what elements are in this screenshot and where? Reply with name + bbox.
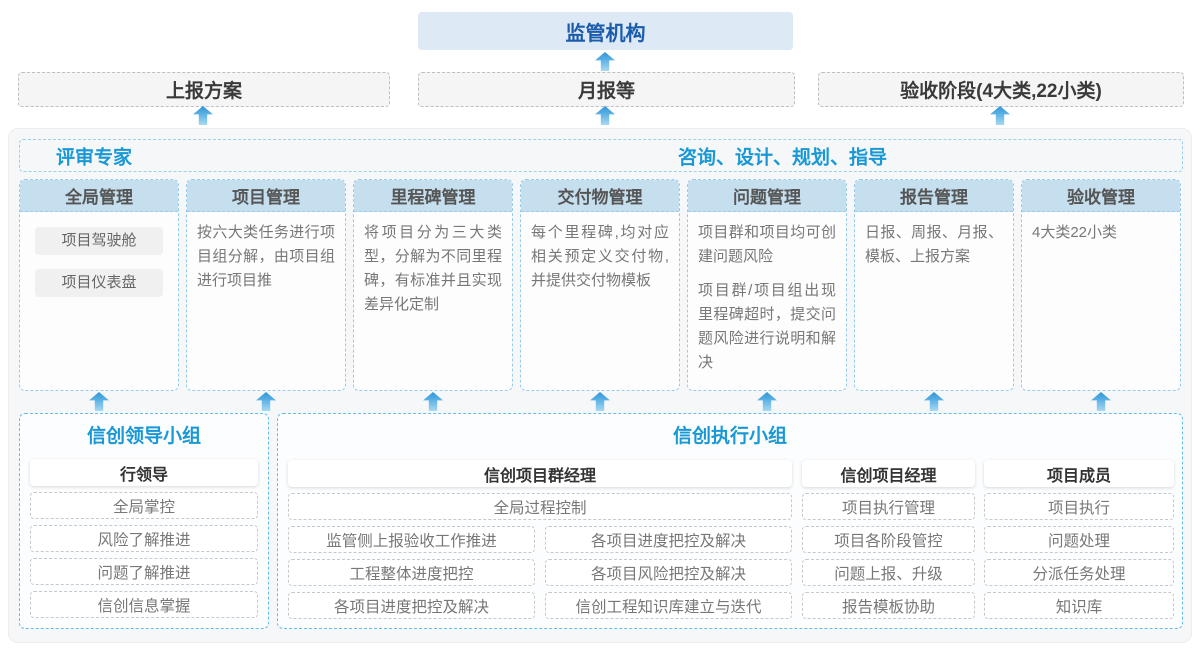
task-item: 分派任务处理 <box>984 559 1174 586</box>
roles-strip: 评审专家 咨询、设计、规划、指导 <box>19 139 1183 172</box>
task-item: 项目执行管理 <box>802 493 975 520</box>
up-arrow-icon <box>193 106 213 125</box>
task-item: 工程整体进度把控 <box>288 559 535 586</box>
column-issue-management: 问题管理 项目群和项目均可创建问题风险 项目群/项目组出现里程碑超时，提交问题风… <box>687 179 847 391</box>
column-report-management: 报告管理 日报、周报、月报、模板、上报方案 <box>854 179 1014 391</box>
column-body: 项目驾驶舱 项目仪表盘 <box>20 212 178 320</box>
column-body: 每个里程碑,均对应相关预定义交付物,并提供交付物模板 <box>521 212 679 302</box>
task-row: 监管侧上报验收工作推进 各项目进度把控及解决 <box>288 520 792 553</box>
group-title: 信创领导小组 <box>86 426 201 447</box>
project-cockpit-button: 项目驾驶舱 <box>35 227 163 255</box>
group-xinchuang-leadership: 信创领导小组 行领导 全局掌控 风险了解推进 问题了解推进 信创信息掌握 <box>19 413 269 629</box>
project-member-column: 项目成员 项目执行 问题处理 分派任务处理 知识库 <box>984 460 1174 619</box>
report-plan-box: 上报方案 <box>18 72 390 107</box>
up-arrow-icon <box>924 392 944 411</box>
column-header: 全局管理 <box>20 180 178 212</box>
column-header: 报告管理 <box>855 180 1013 212</box>
task-item: 项目执行 <box>984 493 1174 520</box>
monthly-report-box: 月报等 <box>418 72 795 107</box>
task-item: 问题处理 <box>984 526 1174 553</box>
role-bank-leaders: 行领导 <box>30 459 258 486</box>
role-program-manager: 信创项目群经理 <box>288 460 792 487</box>
up-arrow-icon <box>1091 392 1111 411</box>
program-manager-column: 信创项目群经理 全局过程控制 监管侧上报验收工作推进 各项目进度把控及解决 工程… <box>288 460 792 619</box>
up-arrow-icon <box>990 106 1010 125</box>
role-project-member: 项目成员 <box>984 460 1174 487</box>
acceptance-stage-box: 验收阶段(4大类,22小类) <box>818 72 1184 107</box>
column-header: 验收管理 <box>1022 180 1180 212</box>
column-header: 项目管理 <box>187 180 345 212</box>
column-body: 4大类22小类 <box>1022 212 1180 254</box>
regulator-box: 监管机构 <box>418 12 793 50</box>
task-item: 知识库 <box>984 592 1174 619</box>
column-global-management: 全局管理 项目驾驶舱 项目仪表盘 <box>19 179 179 391</box>
monthly-report-label: 月报等 <box>577 81 635 102</box>
task-item: 信创信息掌握 <box>30 591 258 618</box>
column-acceptance-management: 验收管理 4大类22小类 <box>1021 179 1181 391</box>
column-description: 每个里程碑,均对应相关预定义交付物,并提供交付物模板 <box>531 224 669 289</box>
column-body: 日报、周报、月报、模板、上报方案 <box>855 212 1013 278</box>
task-item: 全局过程控制 <box>288 493 792 520</box>
management-columns: 全局管理 项目驾驶舱 项目仪表盘 项目管理 按六大类任务进行项目组分解，由项目组… <box>19 179 1181 391</box>
column-header: 交付物管理 <box>521 180 679 212</box>
task-row: 各项目进度把控及解决 信创工程知识库建立与迭代 <box>288 586 792 619</box>
column-description: 按六大类任务进行项目组分解，由项目组进行项目推 <box>197 224 335 289</box>
task-item: 各项目风险把控及解决 <box>545 559 792 586</box>
group-xinchuang-execution: 信创执行小组 信创项目群经理 全局过程控制 监管侧上报验收工作推进 各项目进度把… <box>277 413 1183 629</box>
task-item: 问题上报、升级 <box>802 559 975 586</box>
task-item: 项目各阶段管控 <box>802 526 975 553</box>
up-arrow-icon <box>256 392 276 411</box>
column-header: 里程碑管理 <box>354 180 512 212</box>
column-header: 问题管理 <box>688 180 846 212</box>
column-body: 项目群和项目均可创建问题风险 项目群/项目组出现里程碑超时，提交问题风险进行说明… <box>688 212 846 384</box>
task-item: 监管侧上报验收工作推进 <box>288 526 535 553</box>
column-description: 日报、周报、月报、模板、上报方案 <box>865 224 1003 265</box>
column-deliverable-management: 交付物管理 每个里程碑,均对应相关预定义交付物,并提供交付物模板 <box>520 179 680 391</box>
up-arrow-icon <box>89 392 109 411</box>
task-item: 信创工程知识库建立与迭代 <box>545 592 792 619</box>
task-item: 风险了解推进 <box>30 525 258 552</box>
column-description: 项目群和项目均可创建问题风险 <box>698 224 836 265</box>
task-item: 全局掌控 <box>30 492 258 519</box>
role-project-manager: 信创项目经理 <box>802 460 975 487</box>
review-experts-label: 评审专家 <box>56 147 133 168</box>
task-item: 报告模板协助 <box>802 592 975 619</box>
up-arrow-icon <box>423 392 443 411</box>
regulator-label: 监管机构 <box>565 22 646 45</box>
column-description: 将项目分为三大类型，分解为不同里程碑，有标准并且实现差异化定制 <box>364 224 502 313</box>
consulting-label: 咨询、设计、规划、指导 <box>678 147 888 168</box>
column-description: 4大类22小类 <box>1032 224 1118 241</box>
up-arrow-icon <box>595 106 615 125</box>
acceptance-stage-label: 验收阶段(4大类,22小类) <box>900 81 1102 102</box>
project-manager-column: 信创项目经理 项目执行管理 项目各阶段管控 问题上报、升级 报告模板协助 <box>802 460 975 619</box>
task-row: 工程整体进度把控 各项目风险把控及解决 <box>288 553 792 586</box>
column-body: 按六大类任务进行项目组分解，由项目组进行项目推 <box>187 212 345 302</box>
report-plan-label: 上报方案 <box>165 81 242 102</box>
up-arrow-icon <box>757 392 777 411</box>
task-item: 各项目进度把控及解决 <box>545 526 792 553</box>
up-arrow-icon <box>595 52 615 71</box>
column-milestone-management: 里程碑管理 将项目分为三大类型，分解为不同里程碑，有标准并且实现差异化定制 <box>353 179 513 391</box>
group-content: 行领导 全局掌控 风险了解推进 问题了解推进 信创信息掌握 <box>20 450 268 618</box>
task-item: 各项目进度把控及解决 <box>288 592 535 619</box>
column-description: 项目群/项目组出现里程碑超时，提交问题风险进行说明和解决 <box>698 282 836 371</box>
up-arrow-icon <box>590 392 610 411</box>
management-panel: 评审专家 咨询、设计、规划、指导 全局管理 项目驾驶舱 项目仪表盘 项目管理 按… <box>8 128 1192 643</box>
column-body: 将项目分为三大类型，分解为不同里程碑，有标准并且实现差异化定制 <box>354 212 512 326</box>
task-item: 问题了解推进 <box>30 558 258 585</box>
column-project-management: 项目管理 按六大类任务进行项目组分解，由项目组进行项目推 <box>186 179 346 391</box>
group-title: 信创执行小组 <box>672 426 787 447</box>
project-dashboard-button: 项目仪表盘 <box>35 269 163 297</box>
